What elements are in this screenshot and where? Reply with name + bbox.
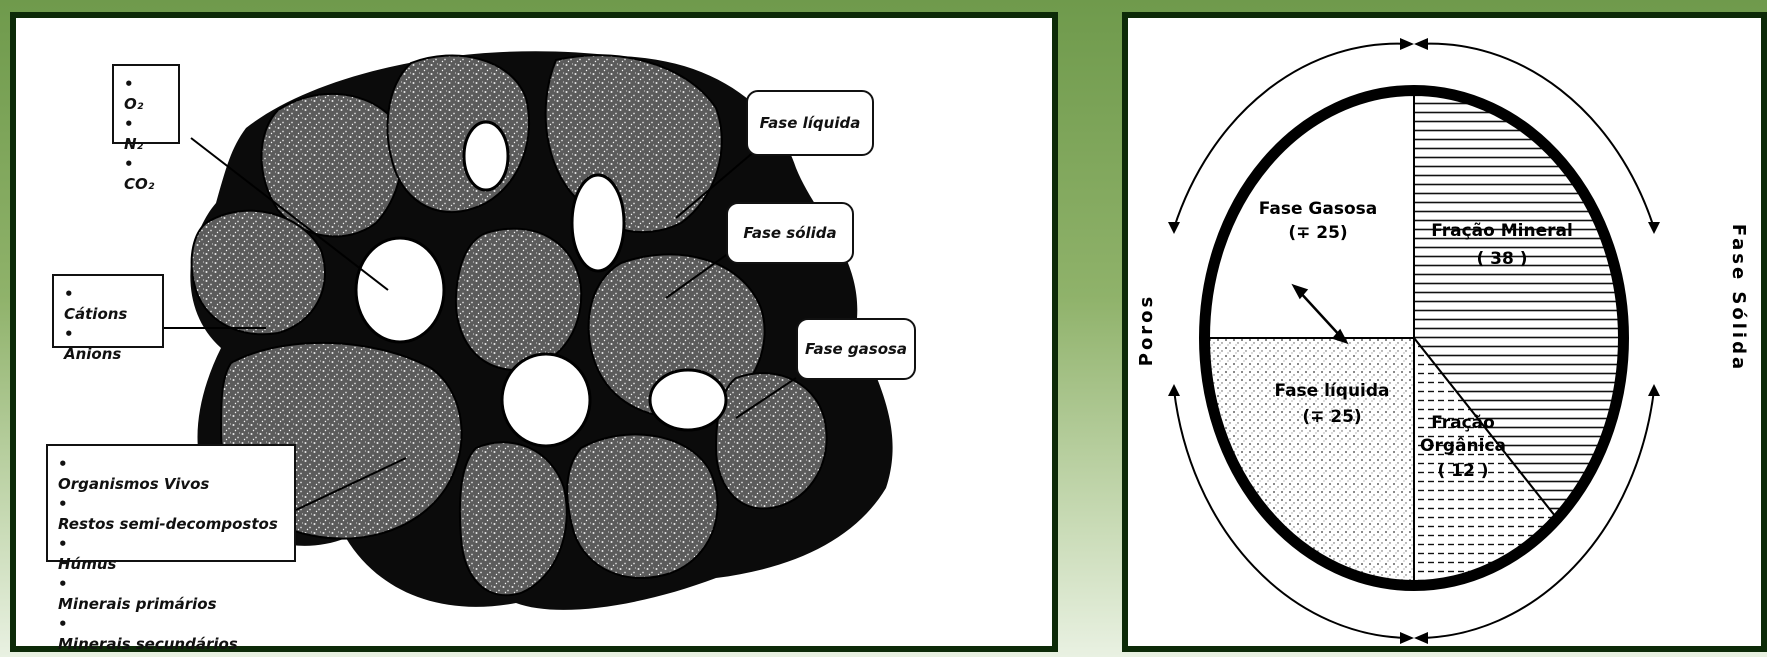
fase-solida-side-label: Fase Sólida	[1728, 224, 1749, 372]
gas-item: • O₂	[124, 74, 168, 114]
grain	[456, 229, 581, 370]
solid-item: •Organismos Vivos	[58, 454, 284, 494]
grain	[262, 94, 402, 237]
soil-composition-chart: Fase Gasosa (∓ 25) Fase líquida (∓ 25) F…	[1128, 18, 1761, 646]
mineral-value: ( 38 )	[1476, 249, 1527, 269]
grain	[192, 211, 325, 335]
solid-item: •Minerais primários	[58, 574, 284, 614]
liquid-label: Fase líquida	[1274, 381, 1389, 401]
gas-label: Fase Gasosa	[1259, 199, 1377, 219]
poros-label: Poros	[1136, 294, 1157, 367]
fase-liquida-label: Fase líquida	[746, 90, 874, 156]
pore	[650, 370, 726, 430]
fase-solida-label: Fase sólida	[726, 202, 854, 264]
pore	[502, 354, 590, 446]
slice-fase-liquida	[1209, 338, 1414, 581]
organic-value: ( 12 )	[1437, 461, 1488, 481]
mineral-label: Fração Mineral	[1431, 221, 1573, 241]
ion-item: • Cátions	[64, 284, 152, 324]
soil-composition-panel: Fase Gasosa (∓ 25) Fase líquida (∓ 25) F…	[1122, 12, 1767, 652]
gases-label-box: • O₂ • N₂ • CO₂	[112, 64, 180, 144]
pie-chart	[1209, 95, 1619, 581]
gas-item: • CO₂	[124, 154, 168, 194]
pore	[464, 122, 508, 190]
pore	[356, 238, 444, 342]
solid-components-box: •Organismos Vivos •Restos semi-decompost…	[46, 444, 296, 562]
solid-item: •Húmus	[58, 534, 284, 574]
soil-aggregate-panel: • O₂ • N₂ • CO₂ • Cátions • Anions Fase …	[10, 12, 1058, 652]
fase-gasosa-label: Fase gasosa	[796, 318, 916, 380]
grain	[567, 434, 717, 578]
solid-item: •Restos semi-decompostos	[58, 494, 284, 534]
solid-item: •Minerais secundários	[58, 614, 284, 654]
organic-label-line2: Orgânica	[1420, 436, 1506, 456]
gas-value: (∓ 25)	[1288, 223, 1347, 243]
ion-item: • Anions	[64, 324, 152, 364]
organic-label-line1: Fração	[1431, 413, 1495, 433]
liquid-value: (∓ 25)	[1302, 407, 1361, 427]
gas-item: • N₂	[124, 114, 168, 154]
ions-label-box: • Cátions • Anions	[52, 274, 164, 348]
pore	[572, 175, 624, 271]
